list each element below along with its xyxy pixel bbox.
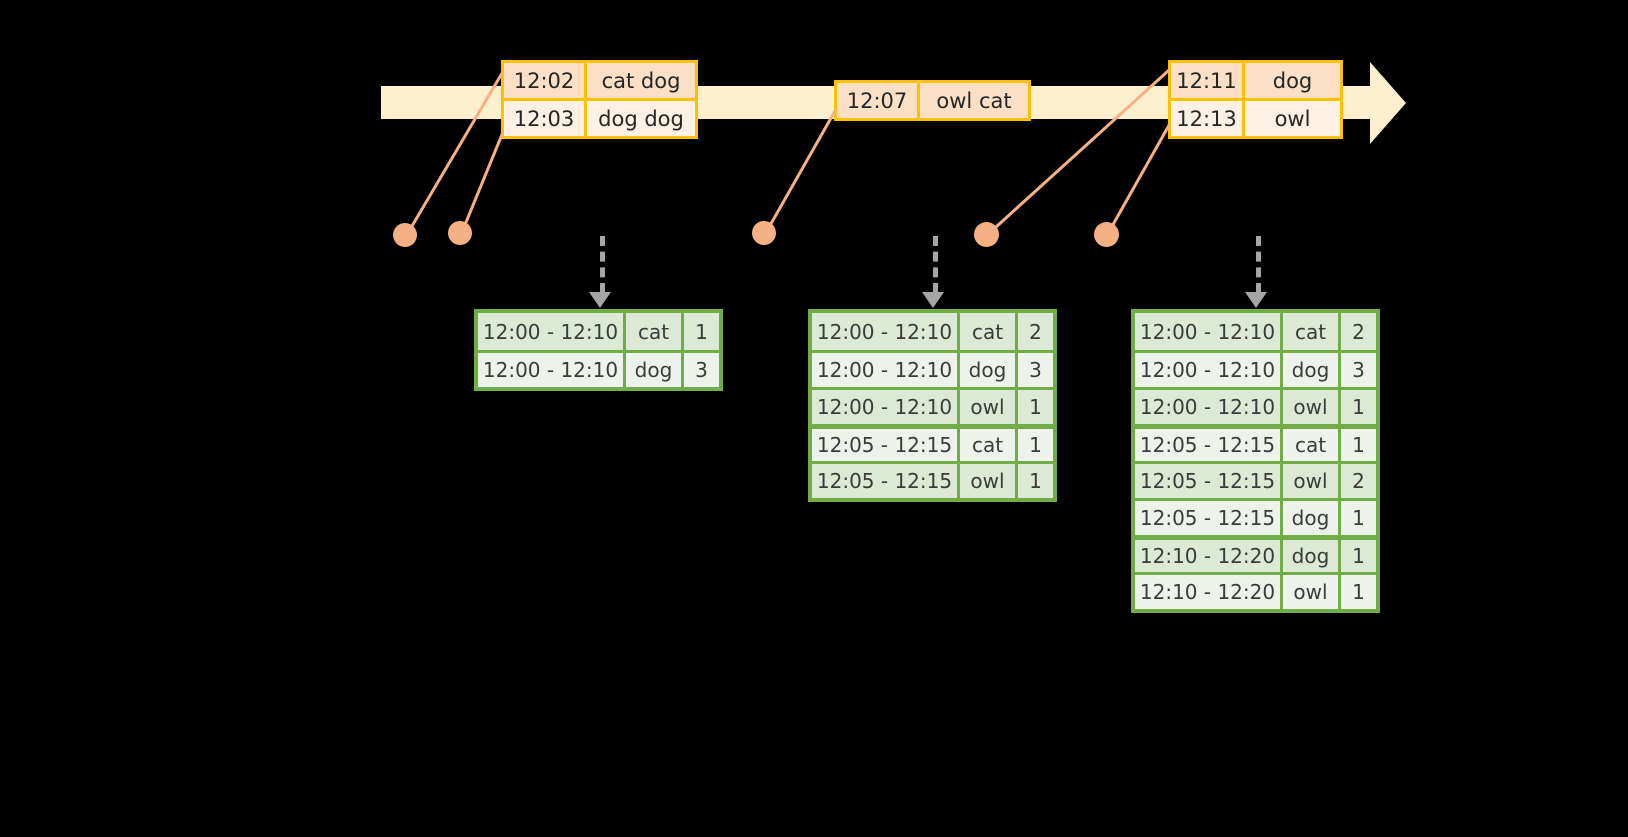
event-time: 12:03 xyxy=(504,101,587,136)
event-time: 12:07 xyxy=(837,83,920,118)
cell-count: 2 xyxy=(1341,313,1376,350)
cell-window: 12:10 - 12:20 xyxy=(1135,540,1283,572)
cell-word: cat xyxy=(960,429,1018,461)
cell-word: dog xyxy=(1283,501,1341,535)
cell-count: 1 xyxy=(684,313,719,350)
cell-window: 12:05 - 12:15 xyxy=(1135,464,1283,498)
event-words: dog dog xyxy=(587,101,695,136)
cell-word: dog xyxy=(1283,540,1341,572)
cell-word: owl xyxy=(1283,390,1341,424)
cell-window: 12:05 - 12:15 xyxy=(812,464,960,498)
cell-window: 12:05 - 12:15 xyxy=(1135,429,1283,461)
cell-count: 1 xyxy=(1018,390,1053,424)
dashed-arrow-head-3 xyxy=(1245,292,1267,308)
cell-word: cat xyxy=(960,313,1018,350)
event-words: owl cat xyxy=(920,83,1028,118)
cell-window: 12:00 - 12:10 xyxy=(1135,353,1283,387)
cell-word: cat xyxy=(1283,313,1341,350)
connector-line-5 xyxy=(1106,124,1171,236)
cell-count: 3 xyxy=(1018,353,1053,387)
connector-dot-4[interactable] xyxy=(974,222,999,247)
event-row: 12:11 dog xyxy=(1171,63,1340,98)
dashed-arrow-shaft-2 xyxy=(933,236,938,293)
cell-window: 12:00 - 12:10 xyxy=(812,313,960,350)
dashed-arrow-shaft-3 xyxy=(1256,236,1261,293)
cell-count: 1 xyxy=(1341,540,1376,572)
event-time: 12:11 xyxy=(1171,63,1245,98)
dashed-arrow-shaft-1 xyxy=(600,236,605,293)
connector-line-3 xyxy=(764,109,837,235)
event-words: cat dog xyxy=(587,63,695,98)
event-row: 12:13 owl xyxy=(1171,98,1340,136)
event-words: dog xyxy=(1245,63,1340,98)
connector-line-2 xyxy=(460,133,504,235)
cell-window: 12:00 - 12:10 xyxy=(478,313,626,350)
event-row: 12:02 cat dog xyxy=(504,63,695,98)
cell-window: 12:05 - 12:15 xyxy=(812,429,960,461)
cell-count: 2 xyxy=(1341,464,1376,498)
connector-dot-2[interactable] xyxy=(448,221,472,245)
cell-count: 1 xyxy=(1341,390,1376,424)
cell-count: 3 xyxy=(684,353,719,387)
cell-count: 3 xyxy=(1341,353,1376,387)
cell-word: cat xyxy=(1283,429,1341,461)
event-time: 12:02 xyxy=(504,63,587,98)
connector-dot-5[interactable] xyxy=(1094,222,1119,247)
connector-dot-3[interactable] xyxy=(752,221,776,245)
cell-word: dog xyxy=(960,353,1018,387)
cell-count: 2 xyxy=(1018,313,1053,350)
dashed-arrow-head-2 xyxy=(922,292,944,308)
cell-window: 12:10 - 12:20 xyxy=(1135,575,1283,609)
cell-word: cat xyxy=(626,313,684,350)
cell-window: 12:00 - 12:10 xyxy=(478,353,626,387)
cell-count: 1 xyxy=(1018,429,1053,461)
event-words: owl xyxy=(1245,101,1340,136)
cell-window: 12:00 - 12:10 xyxy=(1135,313,1283,350)
cell-word: owl xyxy=(1283,575,1341,609)
cell-word: owl xyxy=(960,464,1018,498)
cell-count: 1 xyxy=(1341,429,1376,461)
event-row: 12:07 owl cat xyxy=(837,83,1028,118)
cell-word: dog xyxy=(626,353,684,387)
cell-count: 1 xyxy=(1018,464,1053,498)
event-box-1[interactable]: 12:02 cat dog 12:03 dog dog xyxy=(501,60,698,139)
event-box-3[interactable]: 12:11 dog 12:13 owl xyxy=(1168,60,1343,139)
event-time: 12:13 xyxy=(1171,101,1245,136)
connector-dot-1[interactable] xyxy=(393,223,417,247)
event-box-2[interactable]: 12:07 owl cat xyxy=(834,80,1031,121)
timeline-arrowhead xyxy=(1370,62,1406,144)
cell-count: 1 xyxy=(1341,575,1376,609)
cell-window: 12:00 - 12:10 xyxy=(812,390,960,424)
event-row: 12:03 dog dog xyxy=(504,98,695,136)
cell-window: 12:00 - 12:10 xyxy=(1135,390,1283,424)
cell-word: dog xyxy=(1283,353,1341,387)
cell-word: owl xyxy=(1283,464,1341,498)
cell-window: 12:00 - 12:10 xyxy=(812,353,960,387)
cell-word: owl xyxy=(960,390,1018,424)
cell-window: 12:05 - 12:15 xyxy=(1135,501,1283,535)
cell-count: 1 xyxy=(1341,501,1376,535)
dashed-arrow-head-1 xyxy=(589,292,611,308)
